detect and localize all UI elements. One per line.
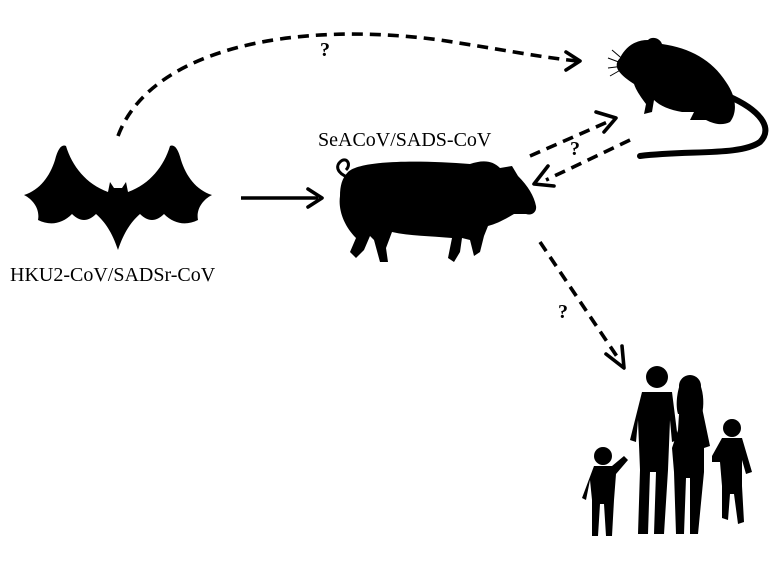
bat-virus-label: HKU2-CoV/SADSr-CoV <box>10 264 216 286</box>
arrow-pig-to-human <box>538 240 620 360</box>
question-mark-bat-to-rat: ? <box>320 39 330 61</box>
arrow-pig-to-rat <box>529 118 613 158</box>
pig-icon <box>336 158 537 262</box>
bat-icon <box>24 145 212 250</box>
arrow-bat-to-rat <box>116 32 579 137</box>
arrow-bat-to-pig-head <box>306 187 324 209</box>
human-family-icon <box>582 366 752 536</box>
question-mark-pig-rat: ? <box>570 138 580 160</box>
pig-virus-label: SeACoV/SADS-CoV <box>318 129 492 151</box>
question-mark-pig-to-human: ? <box>558 301 568 323</box>
arrow-pig-to-human-head <box>604 344 626 370</box>
arrow-bat-to-rat-head <box>564 50 582 72</box>
arrow-pig-to-rat-head <box>594 110 618 134</box>
rat-icon <box>607 37 769 159</box>
arrow-rat-to-pig-head <box>532 164 556 188</box>
arrow-rat-to-pig <box>545 138 631 182</box>
